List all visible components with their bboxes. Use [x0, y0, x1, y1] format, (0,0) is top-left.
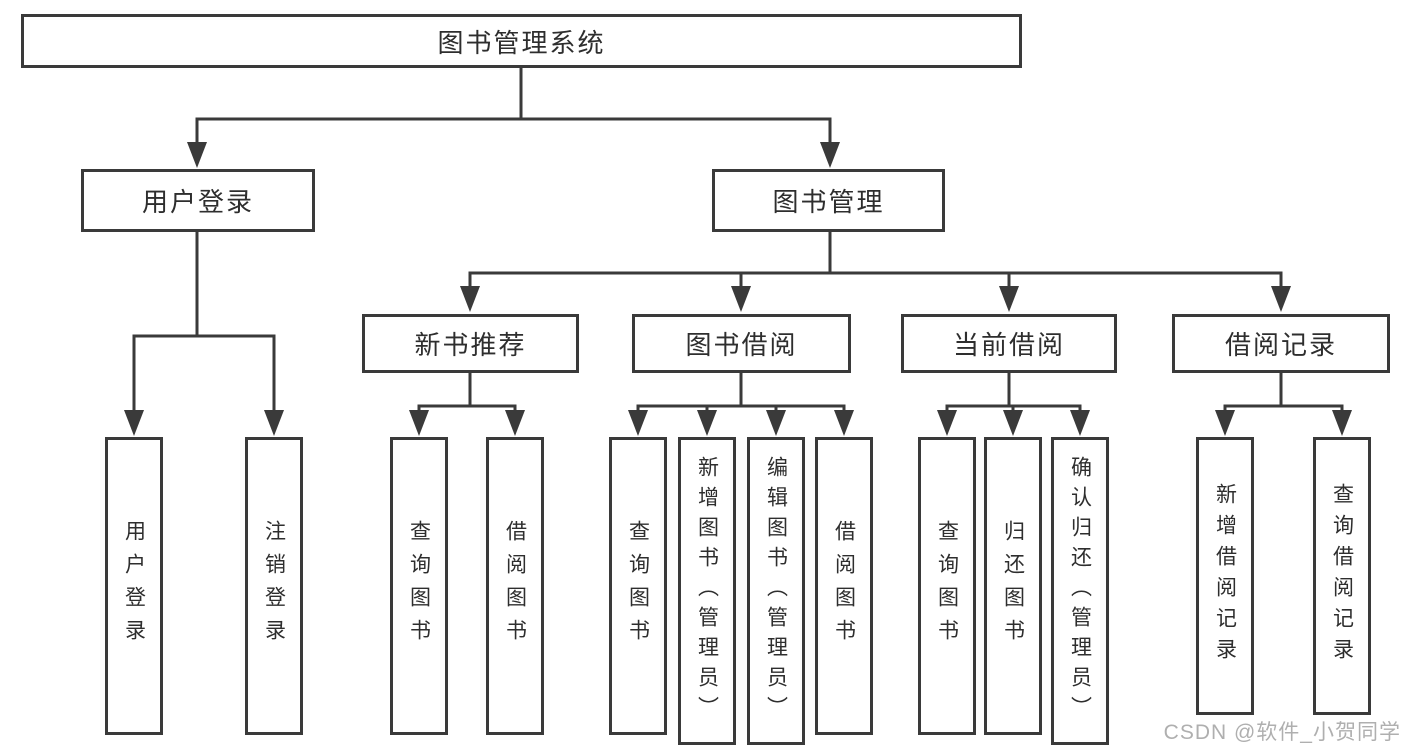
node-root: 图书管理系统	[21, 14, 1022, 68]
node-borrow-records: 借阅记录	[1172, 314, 1390, 373]
leaf-query-books-borrow: 查询图书	[609, 437, 667, 735]
csdn-watermark: CSDN @软件_小贺同学	[1163, 721, 1401, 744]
leaf-add-borrow-record: 新增借阅记录	[1196, 437, 1254, 715]
node-user-login-group: 用户登录	[81, 169, 315, 232]
leaf-label: 确认归还（管理员）	[1068, 456, 1092, 726]
leaf-label: 新增借阅记录	[1213, 483, 1237, 669]
leaf-label: 借阅图书	[503, 520, 527, 652]
node-book-borrow: 图书借阅	[632, 314, 851, 373]
leaf-label: 借阅图书	[832, 520, 856, 652]
leaf-query-books-current: 查询图书	[918, 437, 976, 735]
leaf-label: 查询图书	[407, 520, 431, 652]
node-book-management: 图书管理	[712, 169, 945, 232]
leaf-edit-book-admin: 编辑图书（管理员）	[747, 437, 805, 745]
leaf-borrow-books-recommend: 借阅图书	[486, 437, 544, 735]
leaf-label: 查询图书	[626, 520, 650, 652]
node-new-book-recommend: 新书推荐	[362, 314, 579, 373]
leaf-label: 编辑图书（管理员）	[764, 456, 788, 726]
leaf-label: 用户登录	[122, 520, 146, 652]
leaf-borrow-books-borrow: 借阅图书	[815, 437, 873, 735]
leaf-confirm-return-admin: 确认归还（管理员）	[1051, 437, 1109, 745]
leaf-label: 查询图书	[935, 520, 959, 652]
leaf-label: 注销登录	[262, 520, 286, 652]
leaf-label: 归还图书	[1001, 520, 1025, 652]
node-current-borrow: 当前借阅	[901, 314, 1117, 373]
leaf-label: 查询借阅记录	[1330, 483, 1354, 669]
leaf-user-login: 用户登录	[105, 437, 163, 735]
leaf-return-book: 归还图书	[984, 437, 1042, 735]
leaf-query-borrow-record: 查询借阅记录	[1313, 437, 1371, 715]
leaf-logout: 注销登录	[245, 437, 303, 735]
leaf-query-books-recommend: 查询图书	[390, 437, 448, 735]
leaf-add-book-admin: 新增图书（管理员）	[678, 437, 736, 745]
leaf-label: 新增图书（管理员）	[695, 456, 719, 726]
